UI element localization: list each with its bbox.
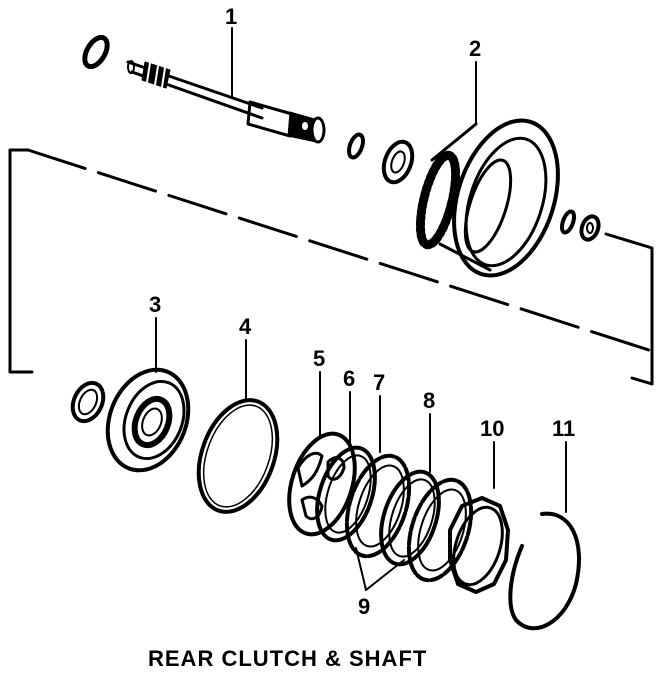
callout-labels: 1 2 3 4 5 6 7 8 9 10 11 (149, 4, 575, 619)
drum-snap-ring-and-washer (559, 209, 601, 242)
callout-4: 4 (239, 314, 252, 339)
assembly-bracket (8, 148, 657, 386)
clutch-plate-stack (315, 445, 474, 583)
shaft-part-1 (82, 34, 326, 144)
piston-part-3 (105, 367, 191, 473)
callout-6: 6 (343, 366, 355, 391)
callout-2: 2 (469, 36, 481, 61)
callout-3: 3 (149, 292, 161, 317)
seal-ring-part-4 (196, 398, 280, 514)
callout-8: 8 (423, 388, 435, 413)
callout-1: 1 (225, 4, 237, 29)
snap-ring-and-washer (347, 132, 415, 185)
clutch-drum-part-2 (415, 118, 560, 278)
leader-lines (155, 27, 567, 591)
snap-ring-part-11 (508, 511, 581, 631)
thrust-washer (70, 380, 106, 424)
pressure-plate-part-10 (448, 496, 510, 594)
spring-retainer-part-5 (287, 431, 357, 537)
callout-9: 9 (358, 594, 370, 619)
callout-7: 7 (373, 370, 385, 395)
callout-11: 11 (552, 416, 575, 441)
diagram-title: REAR CLUTCH & SHAFT (148, 646, 427, 671)
callout-5: 5 (313, 346, 325, 371)
callout-10: 10 (480, 416, 504, 441)
